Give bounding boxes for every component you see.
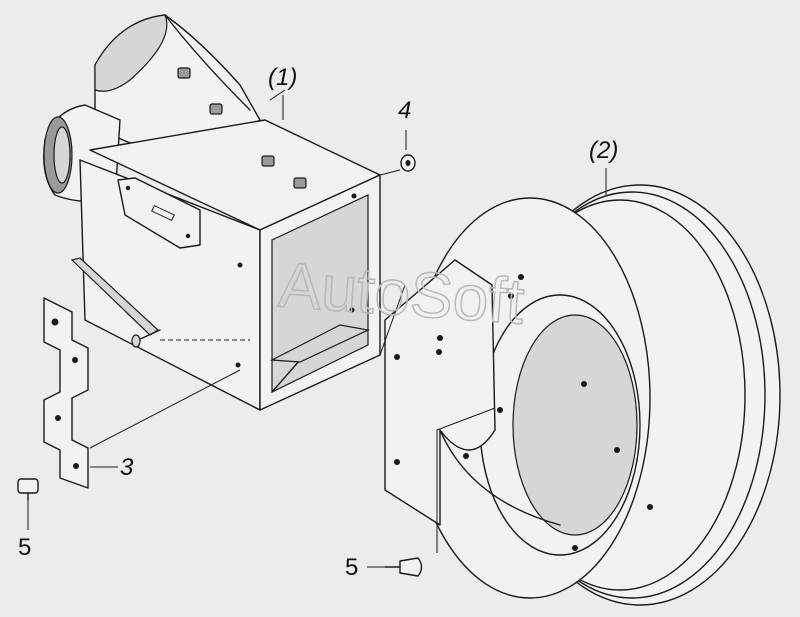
intake-housing	[43, 14, 381, 411]
watermark-text: AutoSoft	[277, 249, 527, 338]
washer	[400, 154, 416, 172]
bolt-left	[17, 478, 39, 501]
callout-part-4: 4	[398, 97, 411, 124]
bolt-right	[384, 557, 423, 577]
callout-part-1: (1)	[268, 64, 297, 91]
callout-part-2: (2)	[589, 137, 618, 164]
callout-part-5-left: 5	[18, 534, 31, 561]
flange-ring	[384, 184, 781, 606]
assembly-lines	[89, 89, 496, 553]
callout-part-3: 3	[120, 454, 134, 481]
leader-lines	[27, 95, 607, 568]
housing-bolts	[177, 67, 307, 189]
mounting-plate	[43, 297, 89, 489]
callout-part-5-right: 5	[345, 554, 358, 581]
